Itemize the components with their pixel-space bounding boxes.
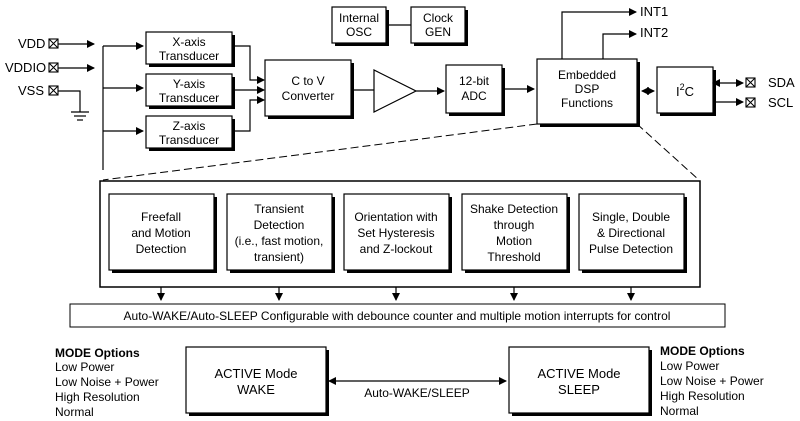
amplifier-icon <box>373 69 418 113</box>
mode-right-item: Low Noise + Power <box>660 374 764 388</box>
mode-right-item: Normal <box>660 404 699 418</box>
function-pulse-line-1: Single, Double <box>592 210 670 224</box>
function-freefall-line-2: and Motion <box>131 226 190 240</box>
function-shake: Shake Detection through Motion Threshold <box>461 193 570 273</box>
function-shake-line-3: Motion <box>496 234 532 248</box>
function-output-arrows <box>157 287 635 301</box>
adc-block: 12-bit ADC <box>445 64 505 116</box>
y-transducer-label-1: Y-axis <box>173 77 205 91</box>
i2c-label: I2C <box>676 82 694 99</box>
int1-label: INT1 <box>640 4 668 19</box>
active-sleep-label-1: ACTIVE Mode <box>537 366 620 381</box>
pin-sda-label: SDA <box>768 75 795 90</box>
interrupt-lines: INT1 INT2 <box>561 4 668 59</box>
mode-left-item: Low Noise + Power <box>55 375 159 389</box>
auto-wake-sleep-link: Auto-WAKE/SLEEP <box>328 377 507 400</box>
mode-right-title: MODE Options <box>660 344 745 358</box>
auto-bar-text: Auto-WAKE/Auto-SLEEP Configurable with d… <box>124 309 671 323</box>
pin-vss-cross-icon <box>48 85 59 96</box>
x-transducer-label-2: Transducer <box>159 49 219 63</box>
clock-label-1: Clock <box>423 11 454 25</box>
z-transducer-label-1: Z-axis <box>173 119 206 133</box>
auto-wake-sleep-bar: Auto-WAKE/Auto-SLEEP Configurable with d… <box>69 303 726 328</box>
function-transient-line-3: (i.e., fast motion, <box>235 234 324 248</box>
active-wake-label-1: ACTIVE Mode <box>214 366 297 381</box>
i2c-bus-lines <box>712 79 744 106</box>
i2c-block: I2C <box>656 66 716 116</box>
mode-left-title: MODE Options <box>55 346 140 360</box>
osc-label-2: OSC <box>346 25 372 39</box>
ground-icon <box>71 111 89 121</box>
embedded-dsp: Embedded DSP Functions <box>536 58 640 127</box>
dsp-label-2: DSP <box>575 82 600 96</box>
pin-vddio-label: VDDIO <box>5 60 46 75</box>
pin-vdd: VDD <box>18 36 95 51</box>
function-shake-line-2: through <box>494 218 535 232</box>
ctov-label-1: C to V <box>291 74 324 88</box>
ctov-label-2: Converter <box>282 89 335 103</box>
function-orientation-line-2: Set Hysteresis <box>357 226 434 240</box>
function-freefall-line-3: Detection <box>136 242 187 256</box>
pin-vdd-cross-icon <box>48 38 59 49</box>
pin-scl-cross-icon <box>745 97 756 108</box>
function-transient: Transient Detection (i.e., fast motion, … <box>226 193 335 273</box>
function-pulse-line-2: & Directional <box>597 226 665 240</box>
osc-label-1: Internal <box>339 11 379 25</box>
transducer-bus <box>102 42 144 170</box>
active-mode-wake: ACTIVE Mode WAKE <box>185 346 329 416</box>
mode-right-item: Low Power <box>660 359 719 373</box>
z-transducer-label-2: Transducer <box>159 133 219 147</box>
active-mode-sleep: ACTIVE Mode SLEEP <box>508 346 652 416</box>
mode-right-item: High Resolution <box>660 389 745 403</box>
function-orientation-line-3: and Z-lockout <box>360 242 433 256</box>
int2-label: INT2 <box>640 25 668 40</box>
dsp-expansion-lines <box>102 123 700 181</box>
function-freefall: Freefall and Motion Detection <box>108 193 217 273</box>
mode-left-item: High Resolution <box>55 390 140 404</box>
function-shake-line-1: Shake Detection <box>470 202 558 216</box>
c-to-v-converter: C to V Converter <box>264 59 354 119</box>
mode-options-left: MODE Options Low Power Low Noise + Power… <box>55 346 159 419</box>
dsp-label-3: Functions <box>561 96 613 110</box>
clock-gen: Clock GEN <box>410 6 468 46</box>
function-transient-line-1: Transient <box>254 202 304 216</box>
clock-label-2: GEN <box>425 25 451 39</box>
mode-left-item: Normal <box>55 405 94 419</box>
pin-vddio: VDDIO <box>5 60 95 75</box>
pin-vss-wire <box>58 90 81 112</box>
pin-scl-label: SCL <box>768 95 793 110</box>
dsp-label-1: Embedded <box>558 68 616 82</box>
function-orientation: Orientation with Set Hysteresis and Z-lo… <box>343 193 452 273</box>
pin-vss-label: VSS <box>18 83 44 98</box>
adc-label-2: ADC <box>461 89 487 103</box>
adc-label-1: 12-bit <box>459 74 490 88</box>
pin-scl: SCL <box>745 95 793 110</box>
z-axis-transducer: Z-axis Transducer <box>145 115 235 151</box>
x-transducer-label-1: X-axis <box>172 35 205 49</box>
mode-options-right: MODE Options Low Power Low Noise + Power… <box>660 344 764 418</box>
function-freefall-line-1: Freefall <box>141 210 181 224</box>
pin-vddio-cross-icon <box>48 62 59 73</box>
function-transient-line-2: Detection <box>254 218 305 232</box>
x-axis-transducer: X-axis Transducer <box>145 31 235 67</box>
y-axis-transducer: Y-axis Transducer <box>145 73 235 109</box>
active-sleep-label-2: SLEEP <box>558 382 600 397</box>
function-pulse: Single, Double & Directional Pulse Detec… <box>578 193 687 273</box>
function-pulse-line-3: Pulse Detection <box>589 242 673 256</box>
y-transducer-label-2: Transducer <box>159 91 219 105</box>
internal-osc: Internal OSC <box>331 6 389 46</box>
transducer-to-ctov-wires <box>232 45 265 132</box>
pin-vss: VSS <box>18 83 89 121</box>
pin-sda-cross-icon <box>745 77 756 88</box>
pin-vdd-label: VDD <box>18 36 45 51</box>
pin-sda: SDA <box>745 75 795 90</box>
active-wake-label-2: WAKE <box>237 382 275 397</box>
function-shake-line-4: Threshold <box>487 250 540 264</box>
function-transient-line-4: transient) <box>254 250 304 264</box>
auto-link-label: Auto-WAKE/SLEEP <box>364 386 470 400</box>
mode-left-item: Low Power <box>55 360 114 374</box>
function-orientation-line-1: Orientation with <box>354 210 437 224</box>
